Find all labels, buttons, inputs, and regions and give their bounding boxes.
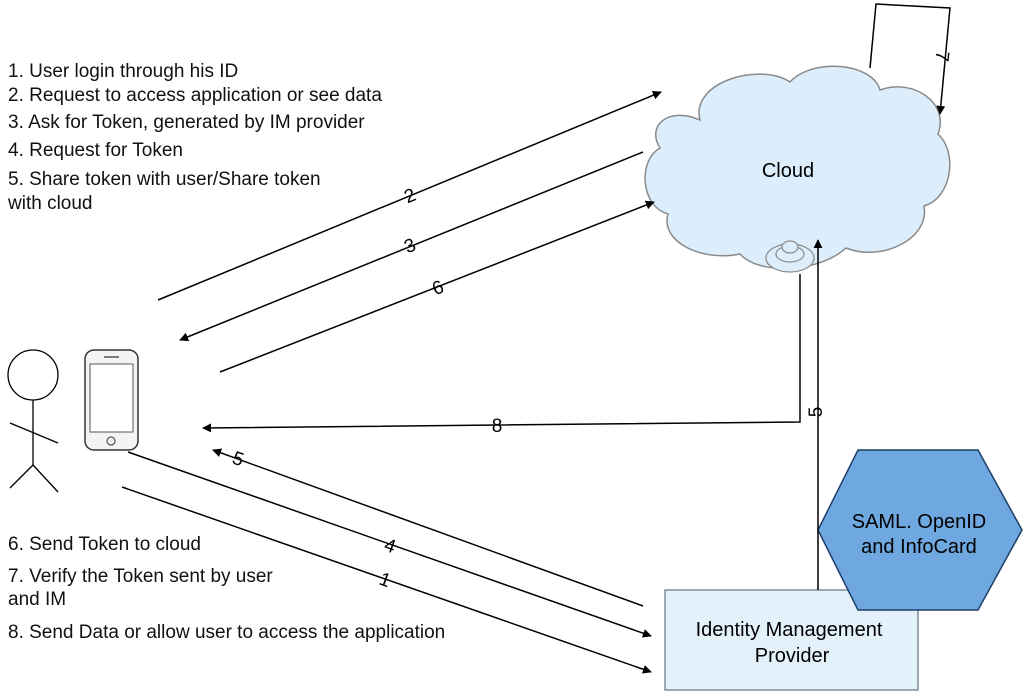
legend-step-8: 8. Send Data or allow user to access the… <box>8 622 446 643</box>
legend-step-2: 2. Request to access application or see … <box>8 85 382 106</box>
saml-node: SAML. OpenID and InfoCard <box>817 449 1023 611</box>
arrow-2 <box>157 90 662 301</box>
legend-step-1: 1. User login through his ID <box>8 61 239 82</box>
arrow-8 <box>202 274 801 433</box>
arrow-label-8: 8 <box>492 416 503 437</box>
phone-icon <box>84 349 139 451</box>
arrow-label-6: 6 <box>429 277 447 300</box>
arrow-5-to-user <box>212 448 644 607</box>
cloud-label: Cloud <box>762 160 814 182</box>
identity-provider-label-line2: Provider <box>755 645 830 667</box>
arrow-label-5-cloud: 5 <box>806 407 827 418</box>
legend-step-7: 7. Verify the Token sent by user and IM <box>8 566 273 610</box>
arrow-label-7: 7 <box>930 50 952 63</box>
legend-step-5: 5. Share token with user/Share token wit… <box>8 169 321 214</box>
arrow-4 <box>127 451 652 638</box>
saml-label-line2: and InfoCard <box>861 536 977 558</box>
arrow-label-2: 2 <box>401 185 419 208</box>
arrow-label-3: 3 <box>401 235 419 258</box>
saml-label-line1: SAML. OpenID <box>852 511 987 533</box>
legend-step-3: 3. Ask for Token, generated by IM provid… <box>8 112 365 133</box>
flow-arrows <box>121 3 951 674</box>
cloud-shape <box>644 65 951 270</box>
legend-step-6: 6. Send Token to cloud <box>8 534 201 555</box>
arrow-6 <box>219 200 655 373</box>
arrow-7 <box>869 3 951 115</box>
arrow-label-5-user: 5 <box>229 448 246 471</box>
cloud-connector-icon <box>765 240 815 273</box>
legend-step-4: 4. Request for Token <box>8 140 183 161</box>
arrow-1 <box>121 486 652 674</box>
user-figure-icon <box>7 349 59 493</box>
arrow-3 <box>179 151 644 342</box>
cloud-node: Cloud <box>644 65 951 273</box>
identity-provider-label-line1: Identity Management <box>696 619 883 641</box>
